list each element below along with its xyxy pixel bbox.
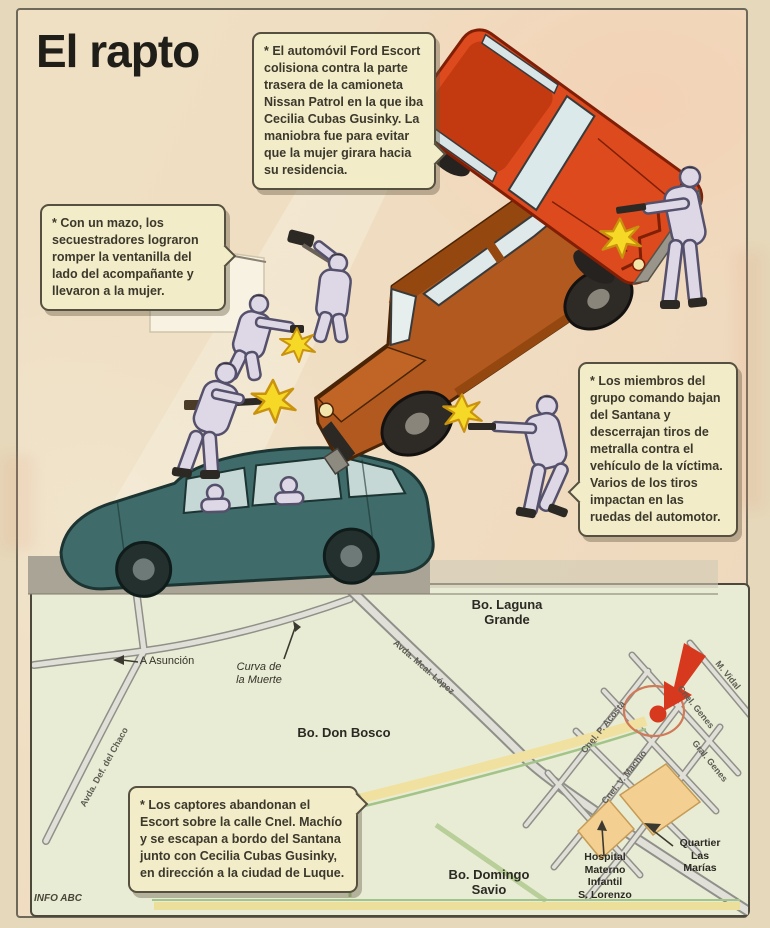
map-roads [32, 585, 748, 915]
caption-hammer-text: * Con un mazo, los secuestradores lograr… [52, 216, 199, 298]
caption-shooting-text: * Los miembros del grupo comando bajan d… [590, 374, 723, 524]
caption-collision: * El automóvil Ford Escort colisiona con… [252, 32, 447, 190]
location-arrow-icon [664, 643, 706, 711]
escape-route [348, 716, 648, 806]
pointer-arrows [113, 621, 674, 857]
quartier-block [618, 763, 702, 837]
district-label-domingo-savio: Bo. Domingo Savio [448, 867, 530, 897]
route-edge [351, 727, 647, 811]
print-bleed-mark [735, 250, 765, 510]
credit-info-abc: INFO ABC [34, 893, 82, 904]
incident-circle [622, 684, 686, 738]
caption-collision-text: * El automóvil Ford Escort colisiona con… [264, 44, 424, 177]
caption-shooting: * Los miembros del grupo comando bajan d… [567, 362, 738, 537]
incident-dot [649, 705, 667, 723]
location-map: Bo. Laguna Grande Bo. Don Bosco Bo. Domi… [30, 583, 750, 917]
caption-escape: * Los captores abandonan el Escort sobre… [128, 786, 369, 893]
hospital-label: Hospital Materno Infantil S. Lorenzo [578, 851, 632, 901]
curve-of-death-label: Curva de la Muerte [236, 661, 282, 686]
caption-hammer: * Con un mazo, los secuestradores lograr… [40, 204, 237, 311]
print-bleed-mark [0, 455, 34, 550]
page-title: El rapto [36, 25, 200, 77]
district-label-laguna-grande: Bo. Laguna Grande [471, 597, 543, 627]
district-label-don-bosco: Bo. Don Bosco [297, 725, 391, 740]
caption-escape-text: * Los captores abandonan el Escort sobre… [140, 798, 345, 880]
quartier-label: Quartier Las Marías [679, 837, 721, 874]
direction-label-asuncion: A Asunción [139, 655, 195, 667]
